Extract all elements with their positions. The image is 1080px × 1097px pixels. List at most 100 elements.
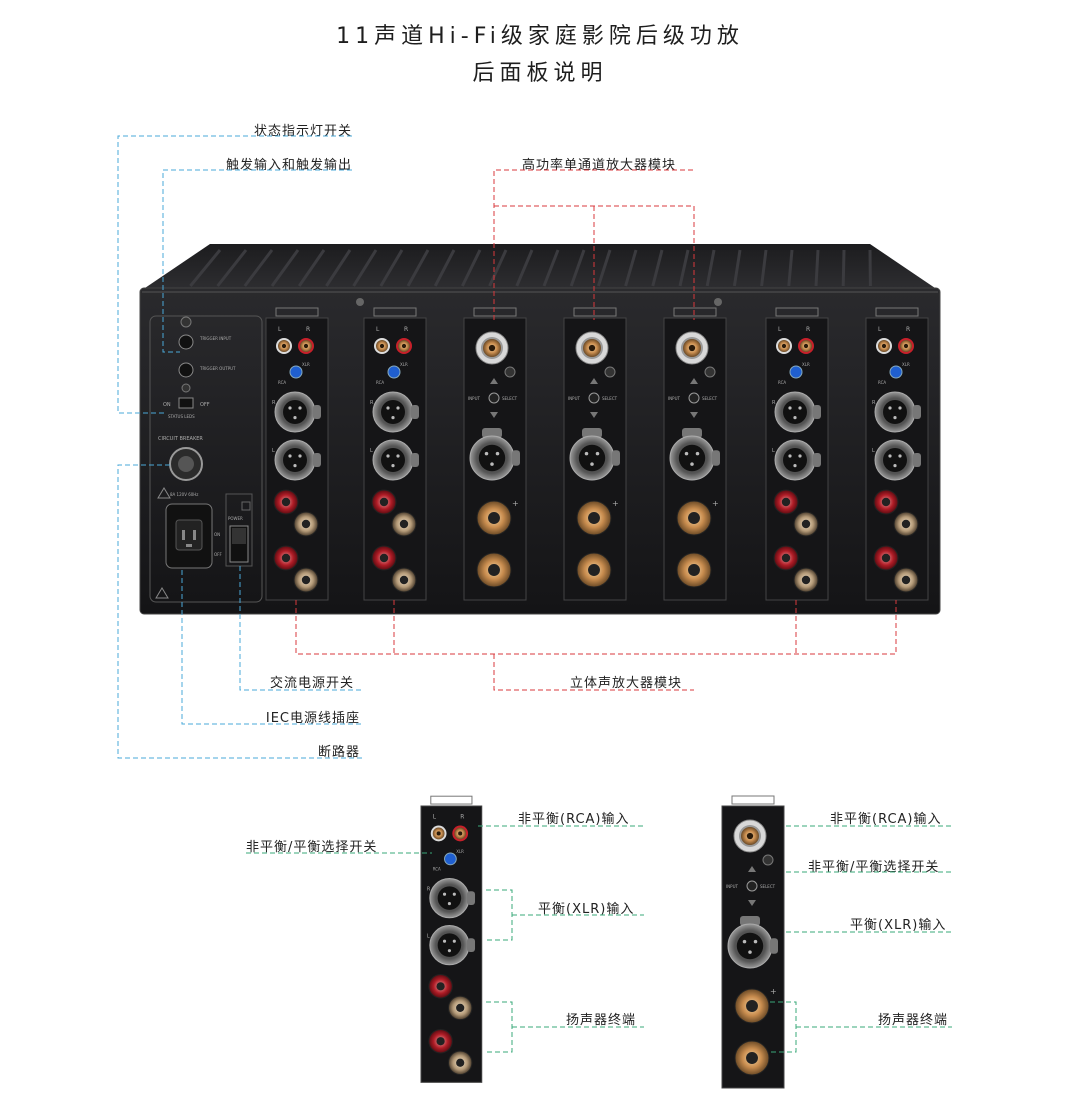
module-label-plate xyxy=(875,307,919,317)
stereo-text-l: L xyxy=(376,326,380,333)
xlr-latch xyxy=(411,453,419,467)
speaker-post-hole xyxy=(746,1052,758,1064)
xlr-pin xyxy=(584,451,589,456)
xlr-pin xyxy=(753,939,758,944)
label-mono-xlr-input: 平衡(XLR)输入 xyxy=(850,918,947,933)
panel-trigger-input: TRIGGER INPUT xyxy=(199,336,232,341)
module-label-plate xyxy=(275,307,319,317)
stereo-text-l2: L xyxy=(370,448,373,454)
module-label-plate xyxy=(673,307,717,317)
stereo-text-r: R xyxy=(806,326,810,333)
xlr-latch xyxy=(467,891,476,905)
mono-arrow-up xyxy=(590,378,598,384)
panel-status-leds: STATUS LEDS xyxy=(168,414,195,419)
xlr-pin xyxy=(793,464,797,468)
mono-xlr-latch xyxy=(582,428,602,438)
stereo-text-xlr: XLR xyxy=(302,362,310,367)
xlr-jack-inner xyxy=(783,448,807,472)
mono-plus-sign: + xyxy=(712,499,719,508)
speaker-post-hole xyxy=(379,497,389,507)
mono-select-switch xyxy=(488,392,500,404)
xlr-jack-inner xyxy=(283,400,307,424)
label-stereo-selector: 非平衡/平衡选择开关 xyxy=(246,840,378,855)
mono-text-select: SELECT xyxy=(502,396,518,401)
speaker-post-hole xyxy=(801,519,811,529)
vent-slot xyxy=(624,249,638,287)
vent-slot xyxy=(352,249,378,287)
xlr-pin xyxy=(742,939,747,944)
xlr-pin xyxy=(798,454,802,458)
xlr-jack-inner xyxy=(883,448,907,472)
xlr-jack-inner xyxy=(478,444,506,472)
vent-slot xyxy=(569,249,586,287)
speaker-post-hole xyxy=(881,497,891,507)
mono-xlr-latch xyxy=(482,428,502,438)
rca-pin xyxy=(436,831,441,836)
stereo-text-rca: RCA xyxy=(778,380,786,385)
mono-screw xyxy=(762,854,774,866)
selector-switch xyxy=(889,365,903,379)
vent-slot xyxy=(243,249,274,287)
label-status-led-switch: 状态指示灯开关 xyxy=(253,124,352,139)
module-label-plate xyxy=(775,307,819,317)
vent-slot xyxy=(297,249,326,287)
mono-screw xyxy=(604,366,616,378)
control-panel: TRIGGER INPUT TRIGGER OUTPUT ON OFF STAT… xyxy=(149,315,263,603)
mono-arrow-down xyxy=(490,412,498,418)
speaker-post-hole xyxy=(301,519,311,529)
callout-line-stereo-bracket xyxy=(295,600,897,655)
speaker-post-hole xyxy=(436,1037,445,1046)
xlr-pin xyxy=(396,406,400,410)
speaker-post-hole xyxy=(588,512,600,524)
mono-arrow-down xyxy=(748,900,756,906)
xlr-pin xyxy=(484,451,489,456)
label-stereo-speaker: 扬声器终端 xyxy=(566,1013,637,1028)
mono-arrow-up xyxy=(690,378,698,384)
rca-pin xyxy=(488,344,496,352)
xlr-latch xyxy=(313,453,321,467)
stereo-text-rca: RCA xyxy=(376,380,384,385)
label-mono-selector: 非平衡/平衡选择开关 xyxy=(808,860,940,875)
module-label-plate xyxy=(430,795,473,805)
xlr-pin xyxy=(495,451,500,456)
stereo-text-l2: L xyxy=(427,933,430,939)
speaker-post-hole xyxy=(781,497,791,507)
mono-arrow-up xyxy=(490,378,498,384)
xlr-latch xyxy=(770,938,778,954)
label-circuit-breaker: 断路器 xyxy=(317,745,360,760)
xlr-jack-inner xyxy=(437,933,462,957)
vent-slot xyxy=(678,249,690,287)
stereo-text-l: L xyxy=(278,326,282,333)
xlr-jack-inner xyxy=(381,400,405,424)
xlr-pin xyxy=(452,939,456,943)
stereo-text-l: L xyxy=(778,326,782,333)
speaker-post-hole xyxy=(901,519,911,529)
callout-line-iec xyxy=(181,570,362,725)
mono-select-switch xyxy=(588,392,600,404)
mono-text-input: INPUT xyxy=(468,396,481,401)
selector-switch xyxy=(387,365,401,379)
vent-slot xyxy=(651,249,664,287)
panel-power: POWER xyxy=(228,516,243,521)
xlr-pin xyxy=(788,454,792,458)
xlr-pin xyxy=(293,464,297,468)
xlr-jack-inner xyxy=(736,932,764,960)
vent-slot xyxy=(461,249,482,287)
callout-line-power xyxy=(239,566,362,691)
speaker-post-hole xyxy=(801,575,811,585)
xlr-pin xyxy=(748,950,752,954)
speaker-post-hole xyxy=(456,1003,465,1012)
callout-line-status-led xyxy=(117,135,352,414)
vent-slot xyxy=(488,249,508,287)
xlr-jack-inner xyxy=(283,448,307,472)
mono-xlr-latch xyxy=(740,916,760,926)
selector-switch xyxy=(444,852,457,866)
xlr-pin xyxy=(447,949,451,953)
xlr-pin xyxy=(386,406,390,410)
speaker-post-hole xyxy=(281,497,291,507)
panel-circuit-breaker: CIRCUIT BREAKER xyxy=(158,436,203,442)
xlr-pin xyxy=(298,454,302,458)
xlr-pin xyxy=(798,406,802,410)
mono-text-select: SELECT xyxy=(702,396,718,401)
trigger-input-jack xyxy=(178,334,194,350)
